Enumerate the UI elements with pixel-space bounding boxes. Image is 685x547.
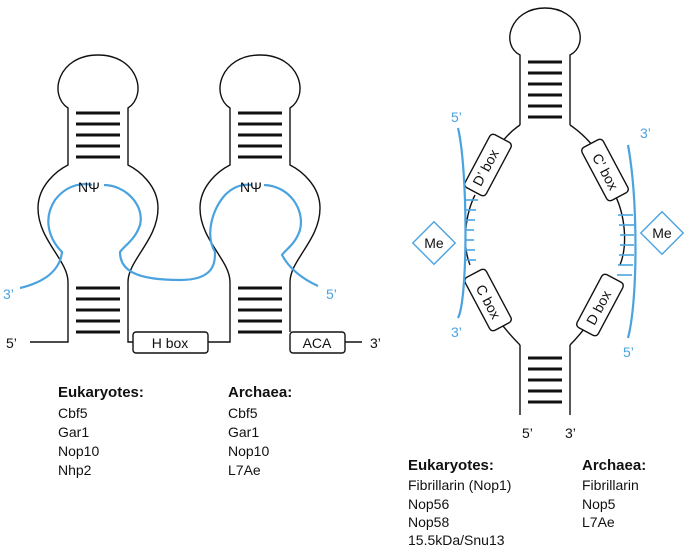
eukaryote-protein-right-2: Nop56	[408, 496, 449, 512]
c-d-protein-lists: Eukaryotes: Fibrillarin (Nop1) Nop56 Nop…	[408, 457, 646, 547]
snorna-5-prime-label: 5’	[6, 335, 17, 351]
archaea-heading-left: Archaea:	[228, 384, 292, 401]
c-d-snorna	[464, 7, 626, 415]
c-prime-box	[581, 138, 629, 202]
substrate-3-prime-label: 3’	[3, 286, 14, 302]
base-pairs-left-upper	[76, 111, 120, 159]
eukaryote-protein-left-2: Gar1	[58, 424, 89, 440]
archaea-protein-right-1: Fibrillarin	[582, 477, 639, 493]
base-pairs-left-lower	[76, 286, 120, 334]
substrate-5-prime-label: 5’	[326, 286, 337, 302]
target-right-3-prime-label: 3’	[640, 125, 651, 141]
target-right-5-prime-label: 5’	[623, 344, 634, 360]
me-diamond-right	[639, 210, 685, 256]
archaea-protein-left-1: Cbf5	[228, 405, 258, 421]
archaea-protein-left-2: Gar1	[228, 424, 259, 440]
d-prime-box	[464, 133, 512, 197]
eukaryote-protein-right-3: Nop58	[408, 514, 449, 530]
target-left-3-prime-label: 3’	[451, 324, 462, 340]
aca-box-label: ACA	[303, 335, 332, 351]
cd-boxes	[464, 133, 629, 337]
substrate-rna-strand	[19, 183, 319, 290]
h-aca-protein-lists: Eukaryotes: Cbf5 Gar1 Nop10 Nhp2 Archaea…	[58, 384, 292, 478]
archaea-protein-left-4: L7Ae	[228, 462, 261, 478]
me-right-label: Me	[652, 225, 672, 241]
cd-target-strands	[456, 127, 637, 339]
archaea-heading-right: Archaea:	[582, 457, 646, 474]
eukaryotes-heading-right: Eukaryotes:	[408, 457, 494, 474]
h-box-label: H box	[152, 335, 189, 351]
pseudouridine-motif-right: NΨ	[240, 179, 262, 195]
pseudouridine-motif-left: NΨ	[78, 179, 100, 195]
h-aca-snorna	[30, 54, 362, 354]
eukaryotes-heading-left: Eukaryotes:	[58, 384, 144, 401]
hairpin-left-backbone	[30, 54, 159, 343]
cd-guide-pairs-right	[617, 214, 634, 276]
cd-snorna-5-prime-label: 5’	[522, 425, 533, 441]
cd-guide-pairs-left	[466, 199, 478, 261]
archaea-protein-right-3: L7Ae	[582, 514, 615, 530]
cd-snorna-3-prime-label: 3’	[565, 425, 576, 441]
base-pairs-right-upper	[238, 111, 282, 159]
cd-base-pairs-top	[528, 60, 562, 119]
methyl-markers	[411, 210, 685, 266]
target-strand-right	[626, 144, 637, 339]
cd-top-stem	[509, 7, 581, 125]
me-diamond-left	[411, 220, 457, 266]
eukaryote-protein-right-4: 15.5kDa/Snu13	[408, 532, 505, 547]
base-pairs-right-lower	[238, 286, 282, 334]
eukaryote-protein-left-3: Nop10	[58, 443, 99, 459]
archaea-protein-right-2: Nop5	[582, 496, 616, 512]
h-aca-labels: NΨ NΨ H box ACA 5’ 3’ 3’ 5’	[3, 179, 381, 351]
archaea-protein-left-3: Nop10	[228, 443, 269, 459]
target-left-5-prime-label: 5’	[451, 109, 462, 125]
target-strand-left	[456, 127, 467, 319]
eukaryote-protein-left-4: Nhp2	[58, 462, 92, 478]
hairpin-right-backbone	[199, 54, 321, 343]
eukaryote-protein-right-1: Fibrillarin (Nop1)	[408, 477, 511, 493]
d-box	[576, 273, 624, 337]
c-box	[464, 268, 512, 332]
snorna-3-prime-label: 3’	[370, 335, 381, 351]
cd-base-pairs-bottom	[528, 356, 562, 404]
me-left-label: Me	[424, 235, 444, 251]
eukaryote-protein-left-1: Cbf5	[58, 405, 88, 421]
